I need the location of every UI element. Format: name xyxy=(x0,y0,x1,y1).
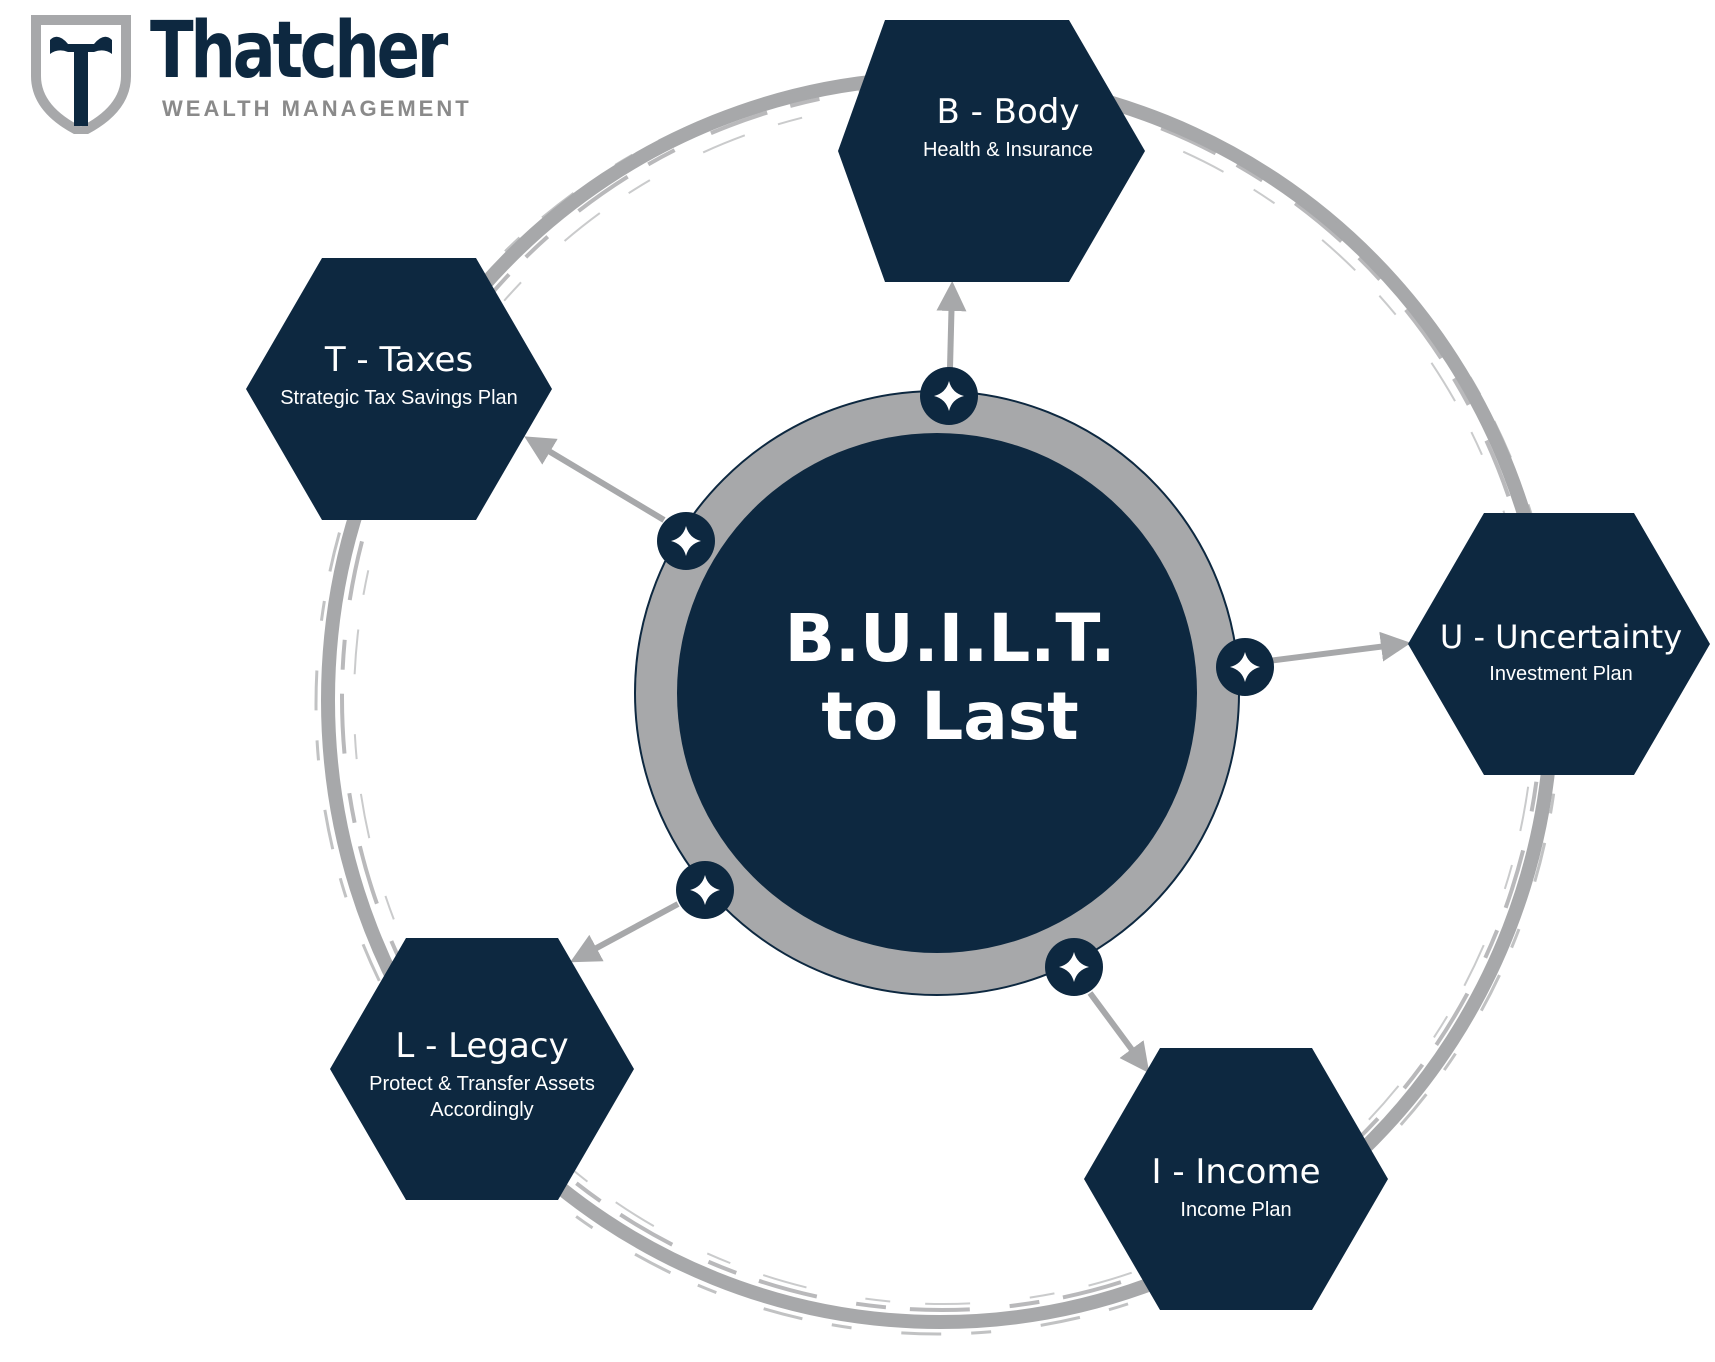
node-legacy: L - Legacy Protect & Transfer Assets Acc… xyxy=(350,1026,614,1123)
brand-name: Thatcher xyxy=(150,6,448,96)
node-title: I - Income xyxy=(1151,1152,1321,1192)
arrow-icon xyxy=(524,436,666,523)
node-title: T - Taxes xyxy=(324,340,474,380)
arrow-icon xyxy=(1267,631,1411,664)
node-title: L - Legacy xyxy=(395,1026,569,1066)
sparkle-icon xyxy=(676,861,734,919)
node-title: U - Uncertainty xyxy=(1439,618,1683,656)
hex-uncertainty xyxy=(1408,513,1710,775)
sparkle-icon xyxy=(920,367,978,425)
center-line-1: B.U.I.L.T. xyxy=(784,600,1116,677)
node-body: B - Body Health & Insurance xyxy=(868,92,1148,163)
arrow-icon xyxy=(570,901,680,963)
sparkle-icon xyxy=(1045,938,1103,996)
hexagons xyxy=(246,20,1710,1310)
sparkle-icon xyxy=(1216,638,1274,696)
shield-t-icon xyxy=(31,15,131,134)
hex-legacy xyxy=(330,938,634,1200)
arrow-icon xyxy=(1087,991,1150,1074)
node-subtitle: Strategic Tax Savings Plan xyxy=(280,387,518,410)
node-uncertainty: U - Uncertainty Investment Plan xyxy=(1413,618,1709,687)
center-circle xyxy=(634,390,1240,996)
sparkle-icon xyxy=(657,512,715,570)
node-subtitle: Health & Insurance xyxy=(922,139,1094,162)
hex-taxes xyxy=(246,258,552,520)
center-line-2: to Last xyxy=(821,677,1079,755)
node-income: I - Income Income Plan xyxy=(1104,1152,1368,1223)
arrow-icon xyxy=(936,281,967,369)
connector-arrows xyxy=(524,281,1411,1074)
hex-income xyxy=(1084,1048,1388,1310)
center-title: B.U.I.L.T. to Last xyxy=(700,600,1200,756)
logo: Thatcher WEALTH MANAGEMENT xyxy=(28,6,488,134)
node-taxes: T - Taxes Strategic Tax Savings Plan xyxy=(264,340,534,411)
node-subtitle: Investment Plan xyxy=(1489,663,1633,686)
brand-tagline: WEALTH MANAGEMENT xyxy=(162,96,472,121)
node-subtitle: Income Plan xyxy=(1180,1199,1292,1222)
node-subtitle: Protect & Transfer Assets Accordingly xyxy=(369,1073,595,1122)
connector-nodes xyxy=(657,367,1274,996)
hex-body xyxy=(838,20,1145,282)
node-title: B - Body xyxy=(936,92,1080,132)
